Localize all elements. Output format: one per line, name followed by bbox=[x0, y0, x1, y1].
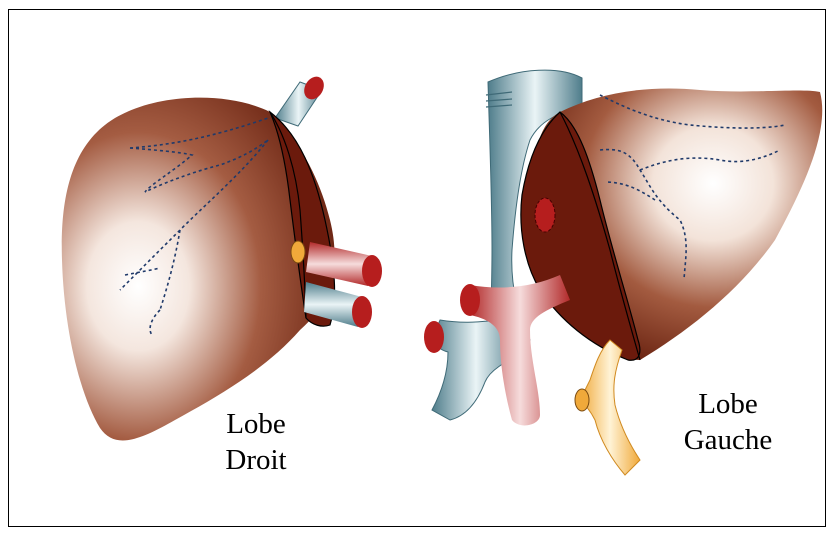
right-lobe-bile-duct bbox=[291, 241, 305, 263]
right-lobe bbox=[62, 73, 382, 440]
right-lobe-vein-stub bbox=[275, 73, 328, 126]
left-lobe-label-line2: Gauche bbox=[668, 422, 788, 458]
left-lobe-label-line1: Lobe bbox=[668, 386, 788, 422]
right-lobe-label-line2: Droit bbox=[206, 442, 306, 478]
right-lobe-label: Lobe Droit bbox=[206, 406, 306, 478]
left-lobe-hepatic-vein-opening bbox=[535, 198, 555, 232]
left-lobe-label: Lobe Gauche bbox=[668, 386, 788, 458]
right-lobe-label-line1: Lobe bbox=[206, 406, 306, 442]
